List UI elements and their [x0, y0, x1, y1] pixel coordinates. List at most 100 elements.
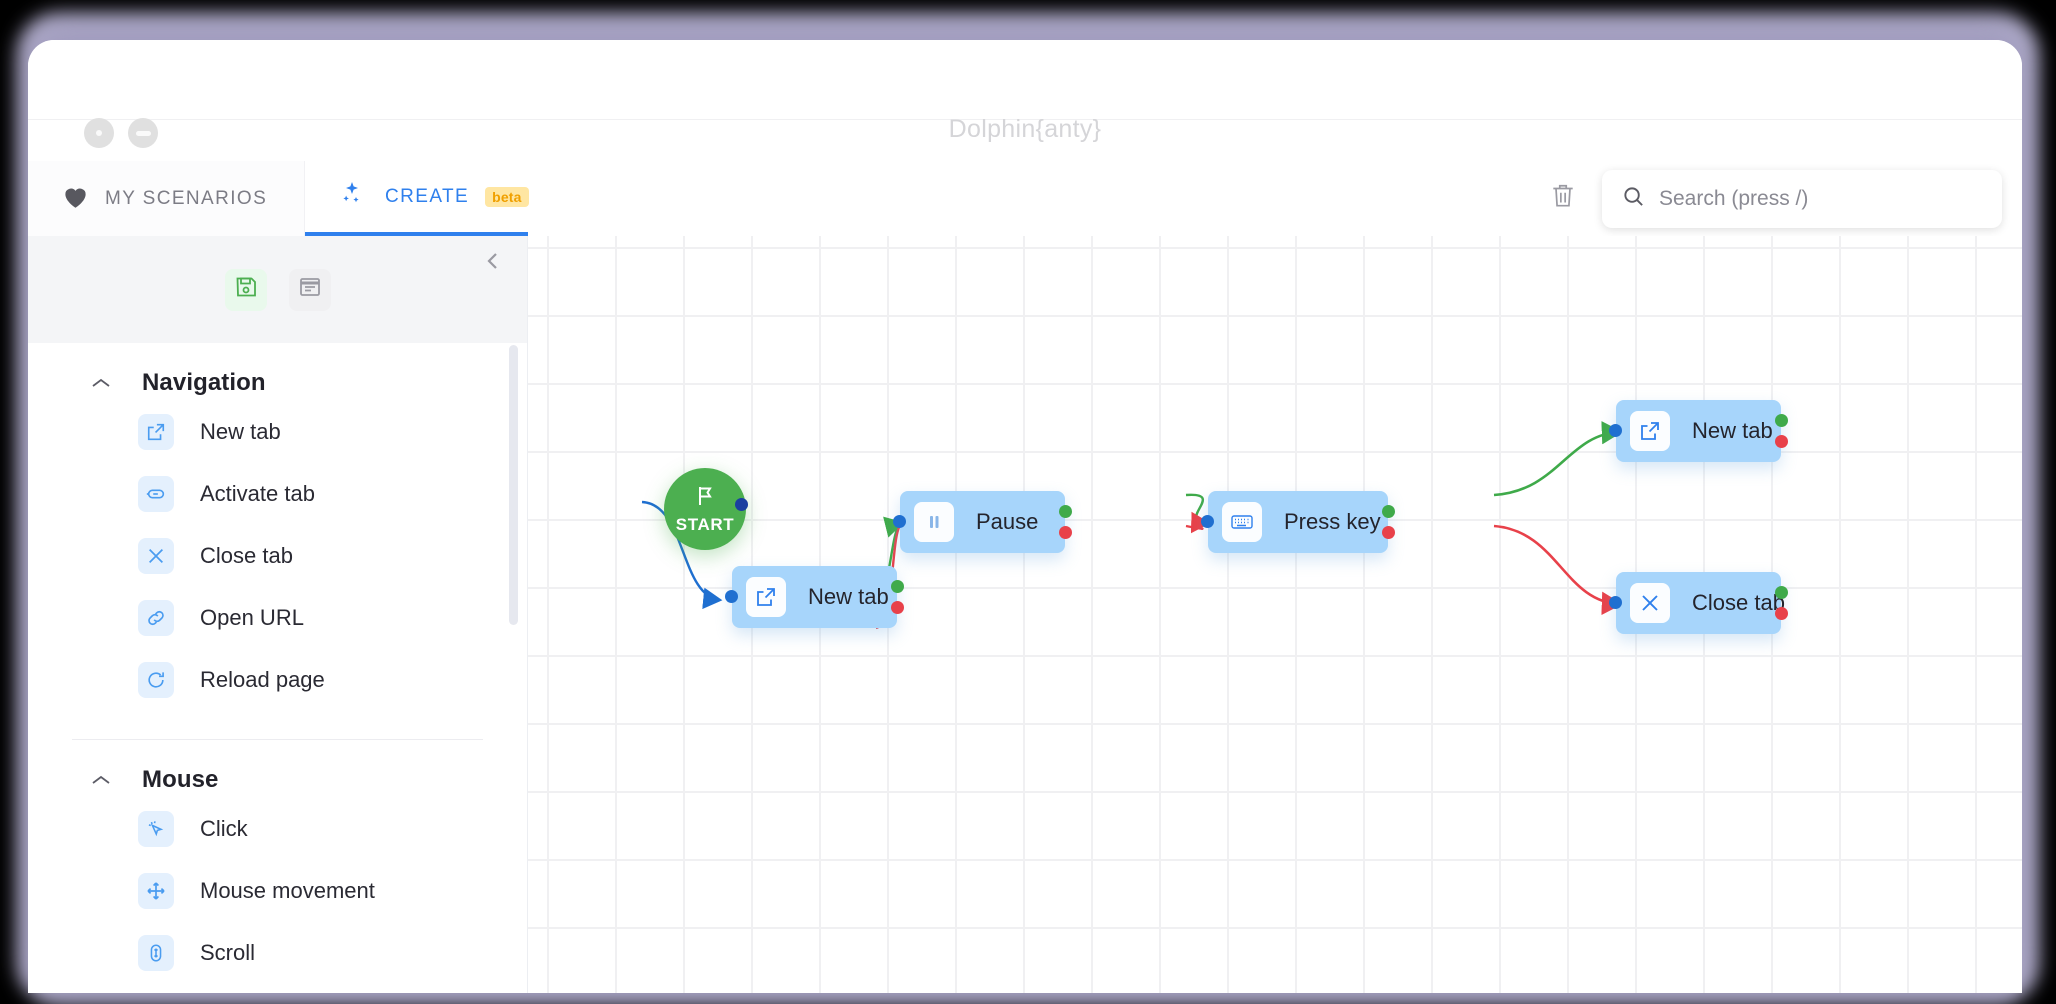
node-input-port[interactable] — [1609, 596, 1622, 609]
search-input[interactable] — [1659, 186, 1982, 211]
sidebar-item-label: Scroll — [200, 940, 256, 965]
sidebar-scrollbar[interactable] — [509, 345, 518, 625]
node-label: Pause — [976, 509, 1039, 534]
flag-icon — [693, 484, 717, 513]
sidebar-item-mouse-movement[interactable]: Mouse movement — [28, 860, 527, 922]
sidebar-item-reload-page[interactable]: Reload page — [28, 649, 527, 711]
node-input-port[interactable] — [1201, 515, 1214, 528]
magic-wand-icon — [339, 180, 369, 213]
window-close-button[interactable] — [84, 118, 114, 148]
window-minimize-button[interactable] — [128, 118, 158, 148]
heart-icon — [62, 184, 89, 214]
close-x-icon — [1630, 583, 1670, 623]
section-header-mouse[interactable]: Mouse — [28, 740, 527, 798]
node-new-tab-1[interactable]: New tab — [725, 566, 904, 628]
scroll-icon — [138, 935, 174, 971]
node-label: New tab — [1692, 418, 1773, 443]
node-output-error-port[interactable] — [1775, 435, 1788, 448]
search-icon — [1622, 185, 1645, 213]
trash-icon[interactable] — [1550, 182, 1576, 215]
chevron-up-icon — [90, 376, 112, 395]
start-node-label: START — [675, 514, 735, 534]
edge-start-n1 — [641, 500, 723, 610]
edge-n3-n5-error — [1493, 524, 1623, 616]
edge-n3-n4-success — [1493, 421, 1623, 497]
node-output-success-port[interactable] — [1775, 586, 1788, 599]
save-scenario-button[interactable] — [224, 268, 267, 311]
app-window: Dolphin{anty} MY SCENARIOS CREATE beta — [28, 40, 2022, 993]
keyboard-icon — [1222, 502, 1262, 542]
node-close-tab[interactable]: Close tab — [1609, 572, 1788, 634]
node-output-success-port[interactable] — [1775, 414, 1788, 427]
sidebar-divider — [72, 739, 483, 740]
sidebar-item-label: Mouse movement — [200, 878, 375, 903]
title-bar: Dolphin{anty} — [28, 40, 2022, 143]
external-link-icon — [138, 414, 174, 450]
edge-n2-n3-error — [1185, 511, 1211, 534]
sidebar-section-navigation: Navigation New tab — [28, 343, 527, 711]
sidebar-item-label: New tab — [200, 419, 281, 444]
move-arrows-icon — [138, 873, 174, 909]
sidebar-item-scroll[interactable]: Scroll — [28, 922, 527, 984]
sidebar-scroll-region[interactable]: Navigation New tab — [28, 343, 527, 993]
layout-button[interactable] — [288, 268, 331, 311]
node-output-error-port[interactable] — [1059, 526, 1072, 539]
node-output-success-port[interactable] — [1059, 505, 1072, 518]
node-output-error-port[interactable] — [891, 601, 904, 614]
section-title-mouse: Mouse — [142, 766, 219, 793]
sidebar-item-open-url[interactable]: Open URL — [28, 587, 527, 649]
external-link-icon — [1630, 411, 1670, 451]
beta-badge: beta — [485, 186, 529, 207]
node-output-success-port[interactable] — [1382, 505, 1395, 518]
node-input-port[interactable] — [893, 515, 906, 528]
cursor-click-icon — [138, 811, 174, 847]
main-area: Navigation New tab — [28, 236, 2022, 993]
sidebar-item-label: Click — [200, 816, 248, 841]
layout-icon — [298, 275, 322, 304]
node-output-success-port[interactable] — [891, 580, 904, 593]
node-pause[interactable]: Pause — [893, 491, 1072, 553]
sidebar-item-label: Close tab — [200, 543, 293, 568]
search-box[interactable] — [1602, 169, 2002, 228]
toolbar-right — [528, 161, 2022, 236]
start-node[interactable]: START — [664, 468, 748, 550]
close-icon — [96, 130, 102, 136]
page-title: Dolphin{anty} — [948, 115, 1102, 143]
sidebar-item-label: Open URL — [200, 605, 304, 630]
node-input-port[interactable] — [725, 590, 738, 603]
sidebar-item-activate-tab[interactable]: Activate tab — [28, 463, 527, 525]
tab-create[interactable]: CREATE beta — [305, 161, 529, 236]
node-new-tab-2[interactable]: New tab — [1609, 400, 1788, 462]
node-label: Close tab — [1692, 590, 1785, 615]
tab-create-label: CREATE — [385, 185, 470, 207]
node-label: Press key — [1284, 509, 1381, 534]
sidebar-item-new-tab[interactable]: New tab — [28, 401, 527, 463]
reload-icon — [138, 662, 174, 698]
sidebar-item-close-tab[interactable]: Close tab — [28, 525, 527, 587]
sidebar-item-label: Activate tab — [200, 481, 315, 506]
close-x-icon — [138, 538, 174, 574]
sidebar: Navigation New tab — [28, 236, 528, 993]
node-output-error-port[interactable] — [1382, 526, 1395, 539]
sidebar-item-click[interactable]: Click — [28, 798, 527, 860]
chevron-up-icon — [90, 773, 112, 792]
tab-bar: MY SCENARIOS CREATE beta — [28, 161, 2022, 236]
pause-icon — [914, 502, 954, 542]
node-output-error-port[interactable] — [1775, 607, 1788, 620]
start-output-port[interactable] — [735, 498, 748, 511]
minimize-icon — [135, 130, 151, 136]
sidebar-section-mouse: Mouse Click — [28, 740, 527, 984]
section-title-navigation: Navigation — [142, 369, 266, 396]
link-icon — [138, 600, 174, 636]
save-icon — [234, 275, 258, 304]
tab-my-scenarios-label: MY SCENARIOS — [105, 187, 268, 209]
tab-my-scenarios[interactable]: MY SCENARIOS — [28, 161, 305, 236]
section-header-navigation[interactable]: Navigation — [28, 343, 527, 401]
flow-canvas[interactable]: START New tab — [528, 236, 2022, 993]
activate-tab-icon — [138, 476, 174, 512]
external-link-icon — [746, 577, 786, 617]
node-press-key[interactable]: Press key — [1201, 491, 1395, 553]
sidebar-toolbar — [28, 236, 527, 343]
node-input-port[interactable] — [1609, 424, 1622, 437]
sidebar-collapse-button[interactable] — [479, 246, 505, 281]
